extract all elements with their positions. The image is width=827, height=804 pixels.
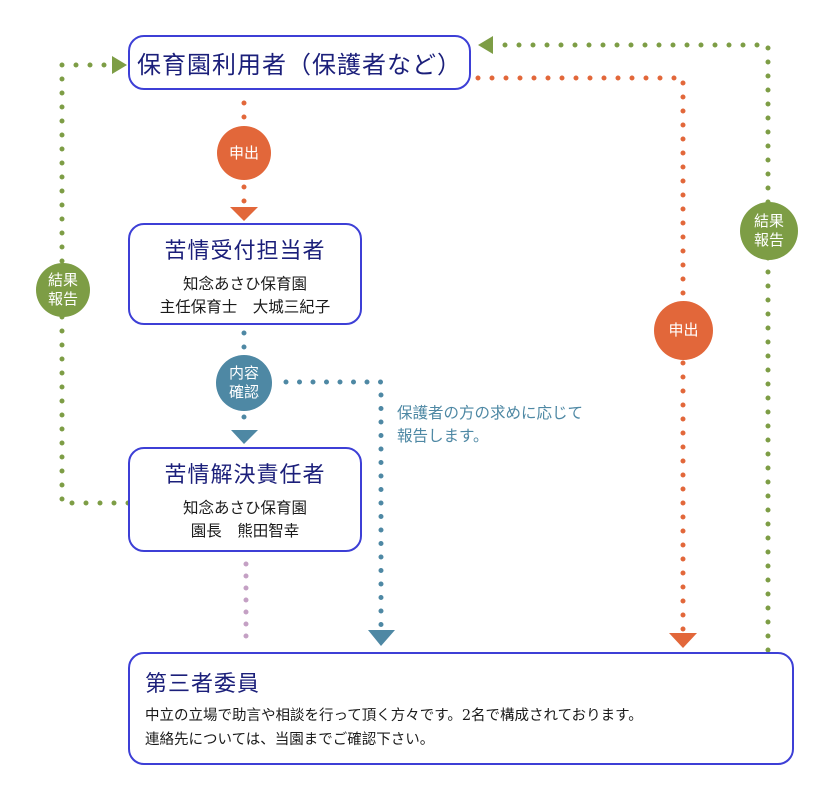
note-line-1: 保護者の方の求めに応じて xyxy=(397,404,584,422)
badge-report-left-line1: 結果 xyxy=(47,271,78,289)
arrow-right-user xyxy=(112,56,127,74)
node-third-desc-2: 連絡先については、当園までご確認下さい。 xyxy=(145,732,435,748)
node-receiver-org: 知念あさひ保育園 xyxy=(182,275,307,293)
arrow-down-resolver xyxy=(231,430,258,444)
note-line-2: 報告します。 xyxy=(397,427,489,445)
badge-submit-main-label: 申出 xyxy=(228,143,259,162)
submit-connector-third xyxy=(475,75,686,635)
badge-content-confirm: 内容 確認 xyxy=(216,355,272,411)
badge-report-left: 結果 報告 xyxy=(36,263,90,317)
arrow-left-user xyxy=(478,36,493,54)
node-resolver-person: 園長 熊田智幸 xyxy=(190,522,300,540)
badge-report-right: 結果 報告 xyxy=(740,202,798,260)
report-connector-right xyxy=(492,42,771,653)
node-resolver-org: 知念あさひ保育園 xyxy=(182,499,307,517)
node-third-title: 第三者委員 xyxy=(145,672,261,697)
node-third-desc-1: 中立の立場で助言や相談を行って頂く方々です。2名で構成されております。 xyxy=(145,708,643,724)
badge-report-left-line2: 報告 xyxy=(47,290,78,308)
node-resolver-title: 苦情解決責任者 xyxy=(164,463,326,488)
report-on-request-connector xyxy=(283,379,384,628)
report-on-request-note: 保護者の方の求めに応じて 報告します。 xyxy=(397,402,583,448)
badge-confirm-line1: 内容 xyxy=(228,364,259,382)
arrow-down-third-orange xyxy=(669,633,697,648)
node-guardian: 保育園利用者（保護者など） xyxy=(128,35,471,90)
node-receiver-person: 主任保育士 大城三紀子 xyxy=(159,298,331,316)
badge-report-right-line2: 報告 xyxy=(753,231,784,249)
node-complaint-receiver: 苦情受付担当者 知念あさひ保育園 主任保育士 大城三紀子 xyxy=(128,223,362,325)
node-complaint-resolver: 苦情解決責任者 知念あさひ保育園 園長 熊田智幸 xyxy=(128,447,362,552)
node-third-party: 第三者委員 中立の立場で助言や相談を行って頂く方々です。2名で構成されております… xyxy=(128,652,794,765)
node-guardian-title: 保育園利用者（保護者など） xyxy=(137,51,462,79)
badge-confirm-line2: 確認 xyxy=(228,383,259,401)
node-receiver-title: 苦情受付担当者 xyxy=(164,239,326,264)
badge-submit-third: 申出 xyxy=(654,301,713,360)
badge-submit-main: 申出 xyxy=(217,126,271,180)
badge-report-right-line1: 結果 xyxy=(753,212,784,230)
arrow-down-receiver xyxy=(230,207,258,221)
badge-submit-third-label: 申出 xyxy=(668,321,699,339)
arrow-down-third-blue xyxy=(368,630,395,646)
